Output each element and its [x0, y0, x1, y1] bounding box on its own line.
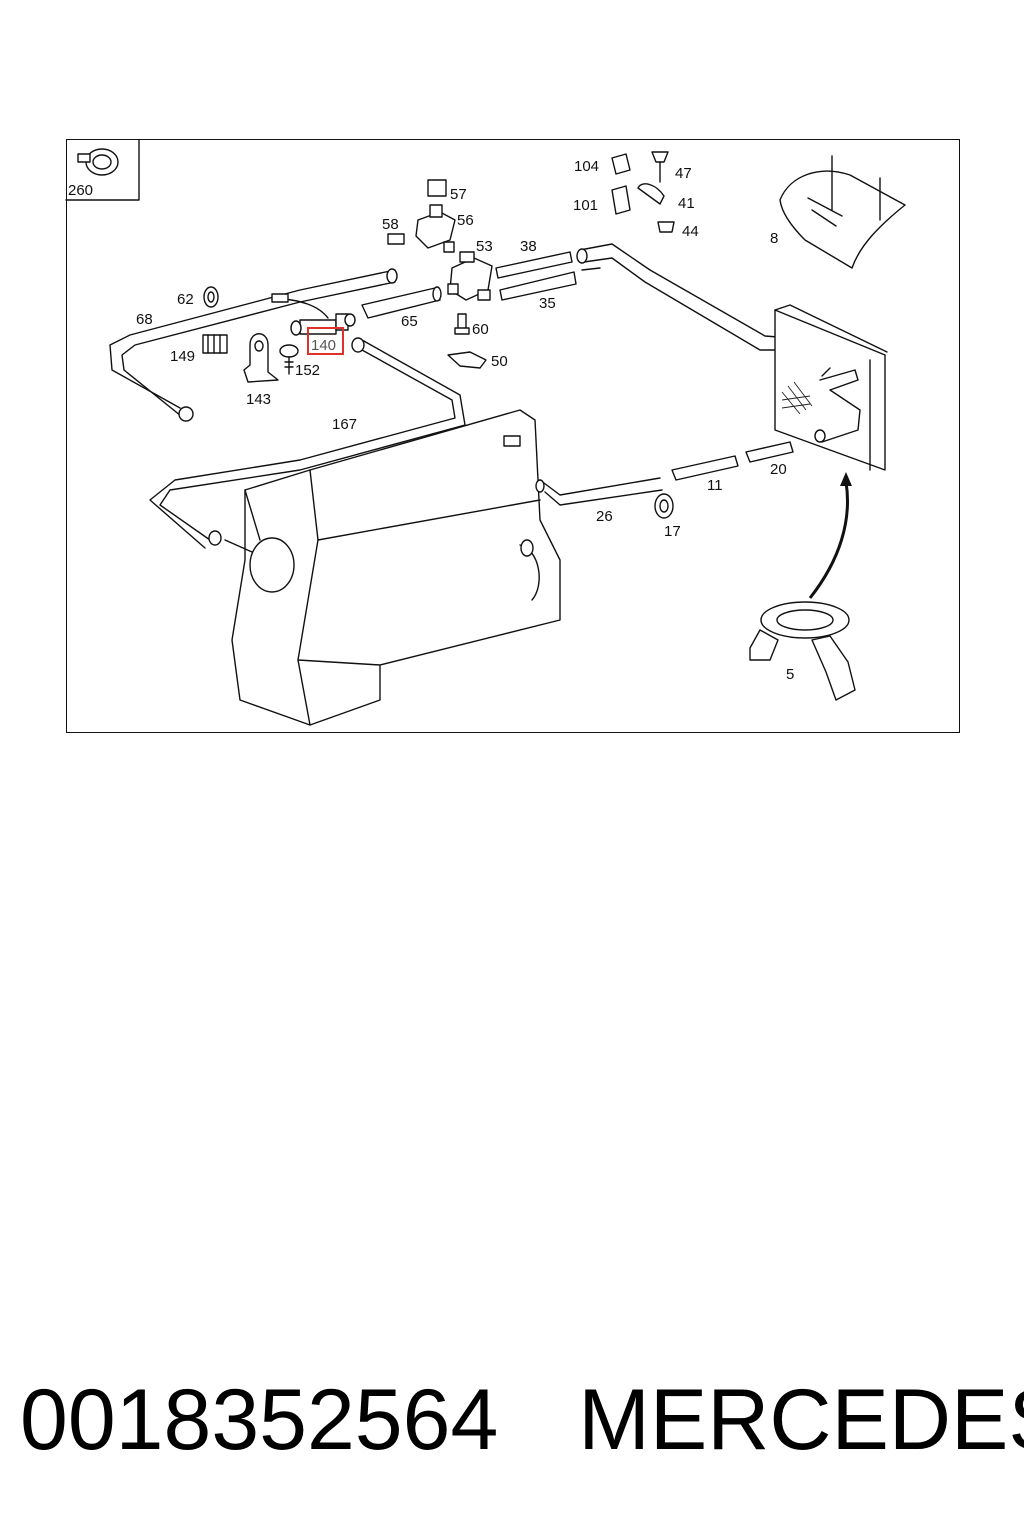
engine-block: [224, 409, 561, 726]
label-5: 5: [786, 666, 794, 683]
label-167: 167: [332, 416, 357, 433]
label-41: 41: [678, 195, 695, 212]
hose-to-exchanger: [576, 243, 793, 351]
bolt-152: [279, 344, 299, 375]
brand-name: MERCEDES: [578, 1372, 1024, 1468]
label-60: 60: [472, 321, 489, 338]
bracket-143: [243, 333, 279, 383]
label-11: 11: [707, 477, 723, 494]
bracket-50: [447, 351, 487, 369]
valve-56: [387, 179, 456, 253]
callout-labels: 260 104 47 101 41 44 57 56 58 53 38 8 35…: [68, 158, 794, 683]
label-104: 104: [574, 158, 599, 175]
parts-diagram: 260 104 47 101 41 44 57 56 58 53 38 8 35…: [65, 139, 906, 726]
valve-53: [447, 251, 493, 301]
label-50: 50: [491, 353, 508, 370]
label-53: 53: [476, 238, 493, 255]
lower-hoses: [535, 441, 794, 519]
hose-68: [109, 268, 398, 422]
hose-167: [149, 337, 466, 549]
label-20: 20: [770, 461, 787, 478]
label-26: 26: [596, 508, 613, 525]
arrow: [808, 472, 852, 599]
label-143: 143: [246, 391, 271, 408]
cover-8: [779, 155, 906, 269]
label-140: 140: [311, 337, 336, 354]
label-101: 101: [573, 197, 598, 214]
bleeder-60: [454, 313, 470, 335]
label-56: 56: [457, 212, 474, 229]
label-65: 65: [401, 313, 418, 330]
label-17: 17: [664, 523, 681, 540]
inset-box: [65, 139, 140, 201]
part-number: 0018352564: [20, 1372, 499, 1468]
caption: 0018352564 MERCEDES: [20, 1370, 1024, 1470]
label-68: 68: [136, 311, 153, 328]
label-58: 58: [382, 216, 399, 233]
label-44: 44: [682, 223, 699, 240]
label-260: 260: [68, 182, 93, 199]
highlight-box-140: [307, 327, 344, 355]
small-parts: [611, 151, 675, 233]
label-35: 35: [539, 295, 556, 312]
connector-149: [202, 334, 228, 354]
hoses-38-35: [495, 251, 577, 301]
label-62: 62: [177, 291, 194, 308]
air-duct-5: [749, 601, 856, 701]
label-149: 149: [170, 348, 195, 365]
label-8: 8: [770, 230, 778, 247]
label-47: 47: [675, 165, 692, 182]
heat-exchanger: [774, 304, 888, 471]
label-57: 57: [450, 186, 467, 203]
hose-65: [361, 286, 442, 319]
label-152: 152: [295, 362, 320, 379]
label-38: 38: [520, 238, 537, 255]
